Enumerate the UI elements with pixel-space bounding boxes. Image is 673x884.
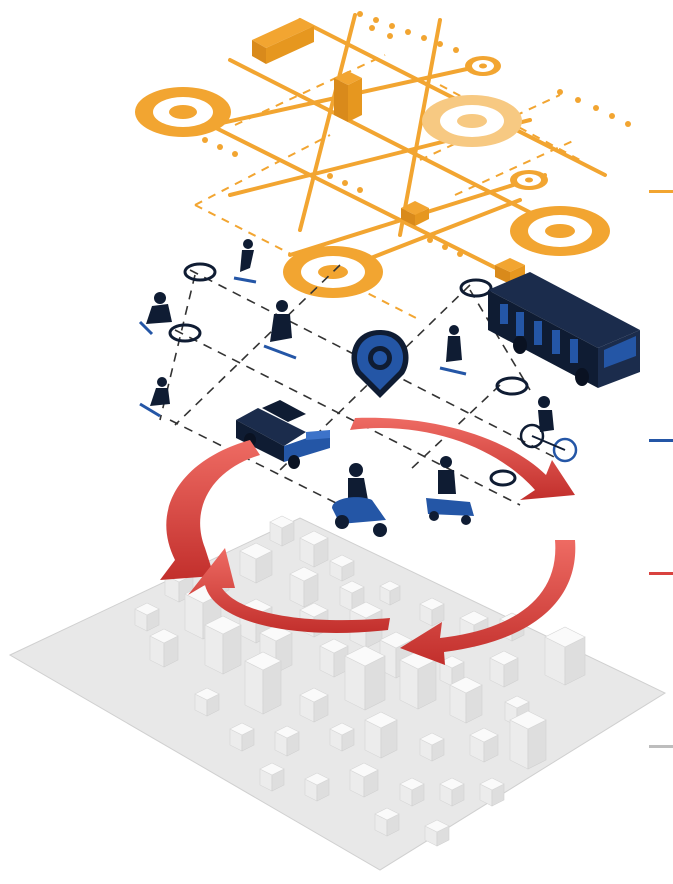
infrastructure-node [283, 246, 383, 298]
skateboard-icon [439, 325, 467, 376]
city-building [194, 687, 220, 701]
infrastructure-node-small [465, 56, 501, 76]
mobility-empty-node [168, 262, 529, 487]
location-pin-icon [351, 330, 409, 398]
scooter-icon [332, 463, 387, 537]
city-building [399, 777, 425, 791]
bus-icon [488, 272, 640, 388]
city-building [239, 542, 273, 560]
infrastructure-node [510, 206, 610, 256]
skateboard-icon [233, 239, 257, 284]
city-building [379, 580, 401, 592]
bicycle-icon [519, 396, 578, 463]
city-building [379, 631, 413, 649]
city-building [329, 554, 355, 568]
city-buildings [134, 515, 586, 847]
city-building [134, 602, 160, 616]
cycle-arrow [400, 540, 576, 665]
interaction-cycle-layer [160, 417, 576, 665]
city-building [459, 610, 489, 626]
cycle-arrow [350, 417, 575, 500]
city-building [344, 645, 386, 667]
legend-city-line [649, 745, 673, 748]
city-building [329, 722, 355, 736]
city-building [244, 651, 282, 671]
city-building [289, 566, 319, 582]
city-building [319, 638, 349, 654]
cycle-arrow [188, 548, 390, 633]
skateboard-icon [263, 300, 297, 360]
city-building [509, 710, 547, 730]
city-building [149, 628, 179, 644]
city-building [449, 676, 483, 694]
city-building [504, 695, 530, 709]
skateboard-icon [139, 377, 170, 418]
city-building [269, 515, 295, 529]
mobility-scooter-icon [426, 456, 474, 525]
car-icon [236, 400, 330, 469]
city-building [419, 597, 445, 611]
legend-infrastructure-line [649, 190, 673, 193]
city-building [419, 732, 445, 746]
city-building [299, 530, 329, 546]
city-building [364, 711, 398, 729]
city-building [299, 602, 329, 618]
city-building [259, 762, 285, 776]
city-building [374, 807, 400, 821]
infrastructure-layer [135, 11, 631, 321]
city-building [469, 727, 499, 743]
infrastructure-block [334, 71, 362, 122]
city-building [339, 580, 365, 594]
city-building [229, 722, 255, 736]
city-building [299, 687, 329, 703]
city-building [204, 615, 242, 635]
mobility-layer [138, 239, 640, 537]
city-building [349, 762, 379, 778]
city-layer [8, 515, 667, 871]
infrastructure-markers [202, 11, 631, 257]
city-building [489, 650, 519, 666]
city-building [424, 819, 450, 833]
infrastructure-block [252, 18, 314, 64]
city-building [304, 772, 330, 786]
skateboard-icon [138, 292, 172, 336]
city-building [544, 626, 586, 648]
infrastructure-block [401, 201, 429, 226]
city-building [274, 725, 300, 739]
city-building [479, 777, 505, 791]
infrastructure-node [422, 95, 522, 147]
cycle-arrow [160, 440, 260, 580]
city-building [349, 601, 383, 619]
city-building [439, 777, 465, 791]
infrastructure-node [135, 87, 231, 137]
legend-mobility-line [649, 439, 673, 442]
legend-cycle-line [649, 572, 673, 575]
city-building [439, 655, 465, 669]
infrastructure-node-small [510, 170, 548, 190]
